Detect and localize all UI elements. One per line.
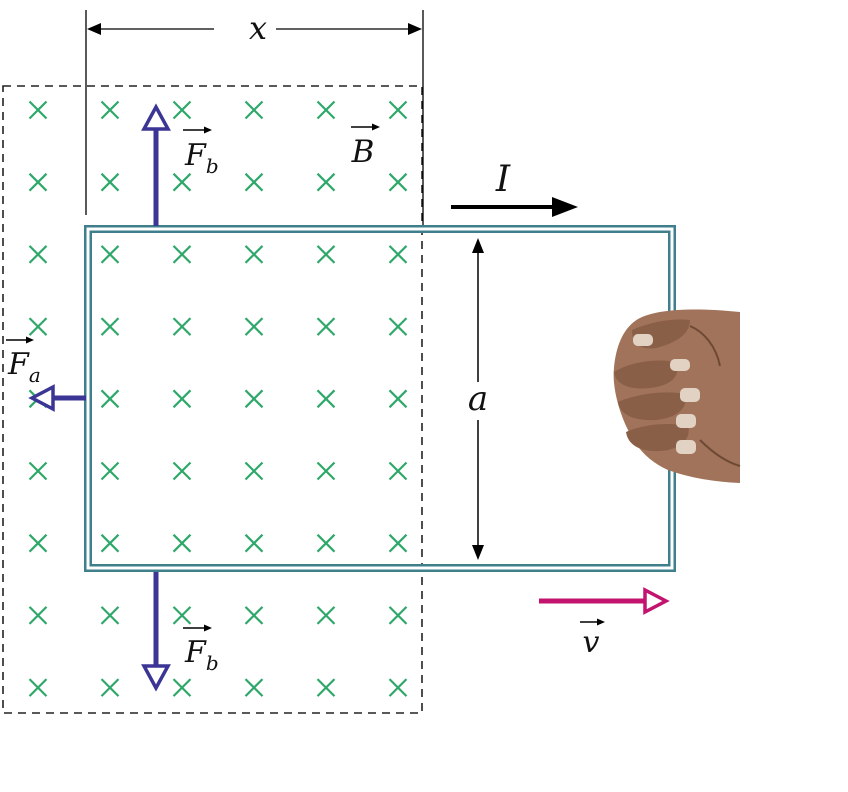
field-cross xyxy=(244,389,264,409)
svg-text:Fb: Fb xyxy=(184,635,219,675)
field-cross xyxy=(172,389,192,409)
field-cross xyxy=(100,100,120,120)
x-dimension: x xyxy=(85,9,424,232)
current-label: I xyxy=(495,159,511,200)
field-cross xyxy=(172,533,192,553)
field-cross xyxy=(316,317,336,336)
field-cross xyxy=(316,100,336,120)
field-cross xyxy=(316,389,336,409)
field-cross xyxy=(172,678,192,697)
fb-top-sub: b xyxy=(206,154,219,178)
field-cross xyxy=(28,606,48,625)
svg-text:Fa: Fa xyxy=(7,347,41,387)
field-cross xyxy=(244,606,264,625)
field-cross xyxy=(388,389,408,409)
field-cross xyxy=(316,245,336,264)
field-cross xyxy=(244,533,264,553)
fb-top-label: Fb xyxy=(183,126,219,178)
velocity-label: v xyxy=(580,618,605,660)
fa-sub: a xyxy=(29,363,41,387)
field-cross xyxy=(388,100,408,120)
field-cross xyxy=(172,606,192,625)
field-cross xyxy=(28,317,48,336)
field-cross xyxy=(100,245,120,264)
field-cross xyxy=(388,678,408,697)
force-arrow-top xyxy=(141,103,171,226)
b-label: B xyxy=(351,134,375,170)
field-cross xyxy=(172,461,192,481)
field-cross xyxy=(172,317,192,336)
field-cross xyxy=(316,172,336,192)
field-cross xyxy=(316,533,336,553)
force-arrow-left xyxy=(28,384,86,412)
field-cross xyxy=(388,245,408,264)
field-cross xyxy=(316,461,336,481)
field-cross xyxy=(100,606,120,625)
svg-text:Fb: Fb xyxy=(184,138,219,178)
field-cross xyxy=(28,172,48,192)
fb-top-letter: F xyxy=(184,138,207,173)
field-cross xyxy=(100,317,120,336)
field-cross xyxy=(172,172,192,192)
magnetic-field-label: B xyxy=(351,123,380,170)
field-cross xyxy=(100,389,120,409)
field-cross xyxy=(316,606,336,625)
field-cross xyxy=(244,461,264,481)
magnetic-field-crosses xyxy=(28,100,408,697)
current-arrow: I xyxy=(451,159,578,217)
fb-bottom-sub: b xyxy=(206,651,219,675)
field-cross xyxy=(388,317,408,336)
fb-bottom-label: Fb xyxy=(183,624,219,675)
magnetic-field-region xyxy=(2,85,423,714)
field-cross xyxy=(388,533,408,553)
field-cross xyxy=(28,245,48,264)
v-label: v xyxy=(583,625,600,660)
hand-pulling-loop-icon xyxy=(613,309,741,483)
field-cross xyxy=(100,172,120,192)
x-label: x xyxy=(249,9,267,47)
field-cross xyxy=(388,461,408,481)
field-cross xyxy=(244,100,264,120)
field-cross xyxy=(388,606,408,625)
field-cross xyxy=(100,533,120,553)
field-cross xyxy=(172,245,192,264)
field-cross xyxy=(28,100,48,120)
a-dimension: a xyxy=(468,238,488,560)
force-arrow-bottom xyxy=(141,572,171,692)
velocity-arrow xyxy=(539,587,670,615)
field-cross xyxy=(244,678,264,697)
fa-label: Fa xyxy=(6,336,41,387)
field-cross xyxy=(244,317,264,336)
field-cross xyxy=(388,172,408,192)
fa-letter: F xyxy=(7,347,30,382)
conducting-loop xyxy=(84,225,676,572)
a-label: a xyxy=(468,379,488,419)
fb-bottom-letter: F xyxy=(184,635,207,670)
field-cross xyxy=(244,172,264,192)
field-cross xyxy=(100,678,120,697)
field-cross xyxy=(316,678,336,697)
field-cross xyxy=(100,461,120,481)
field-cross xyxy=(28,678,48,697)
field-cross xyxy=(28,533,48,553)
field-cross xyxy=(172,100,192,120)
field-cross xyxy=(244,245,264,264)
field-cross xyxy=(28,461,48,481)
